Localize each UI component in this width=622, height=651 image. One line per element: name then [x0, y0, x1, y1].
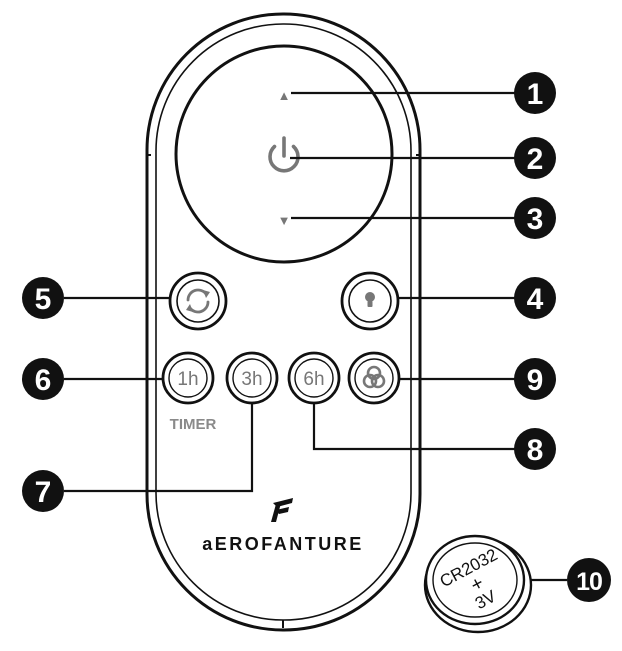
timer-6h-button[interactable]: 6h	[287, 351, 341, 405]
light-button[interactable]	[340, 271, 400, 331]
bulb-icon	[365, 292, 375, 307]
callout-6: 6	[22, 358, 64, 400]
brand-logo-icon	[271, 498, 293, 522]
callout-7: 7	[22, 470, 64, 512]
callout-3: 3	[514, 197, 556, 239]
svg-text:4: 4	[527, 283, 544, 316]
callout-9: 9	[514, 358, 556, 400]
svg-text:8: 8	[527, 434, 544, 467]
timer-label: TIMER	[170, 416, 217, 433]
callout-1: 1	[514, 72, 556, 114]
callout-5: 5	[22, 277, 64, 319]
svg-text:6: 6	[35, 364, 52, 397]
coin-battery: CR2032 + 3V	[423, 534, 533, 634]
timer-6h-label: 6h	[303, 369, 324, 390]
oscillation-button[interactable]	[168, 271, 228, 331]
timer-3h-button[interactable]: 3h	[225, 351, 279, 405]
svg-text:5: 5	[35, 283, 52, 316]
svg-text:3: 3	[527, 203, 544, 236]
callout-4: 4	[514, 277, 556, 319]
timer-1h-label: 1h	[177, 369, 198, 390]
callout-10: 10	[567, 558, 611, 602]
up-arrow-button[interactable]: ▲	[278, 88, 291, 103]
svg-text:7: 7	[35, 476, 52, 509]
timer-1h-button[interactable]: 1h	[161, 351, 215, 405]
brand-name: aEROFANTURE	[202, 534, 364, 554]
color-circles-icon	[362, 365, 386, 389]
svg-text:10: 10	[576, 568, 602, 596]
svg-text:2: 2	[527, 143, 544, 176]
svg-text:9: 9	[527, 364, 544, 397]
callout-8: 8	[514, 428, 556, 470]
timer-3h-label: 3h	[241, 369, 262, 390]
down-arrow-button[interactable]: ▼	[278, 213, 291, 228]
color-mode-button[interactable]	[347, 351, 401, 405]
svg-text:1: 1	[527, 78, 544, 111]
leader-lines	[64, 91, 567, 582]
power-icon[interactable]	[268, 136, 300, 173]
callout-2: 2	[514, 137, 556, 179]
